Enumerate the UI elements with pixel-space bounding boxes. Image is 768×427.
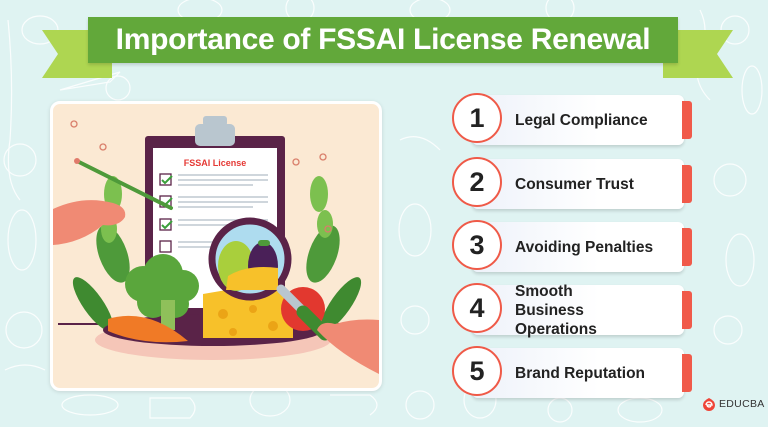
list-item-card (472, 159, 684, 209)
list-item-card (472, 95, 684, 145)
list-item-consumer-trust: 2 Consumer Trust (452, 157, 692, 209)
list-item-label: Smooth Business Operations (515, 282, 597, 338)
list-item-accent-tab (682, 354, 692, 392)
list-item-brand-reputation: 5 Brand Reputation (452, 346, 692, 398)
list-item-legal-compliance: 1 Legal Compliance (452, 93, 692, 145)
list-item-accent-tab (682, 291, 692, 329)
educba-logo: EDUCBA (702, 397, 765, 411)
list-item-card (472, 348, 684, 398)
list-item-label: Legal Compliance (515, 111, 648, 129)
fssai-checklist-illustration: FSSAI License (53, 116, 379, 374)
educba-logo-icon (703, 398, 715, 411)
list-item-number: 5 (452, 346, 502, 396)
illustration-card: FSSAI License (50, 101, 382, 391)
list-item-number: 4 (452, 283, 502, 333)
list-item-smooth-business-operations: 4 Smooth Business Operations (452, 282, 692, 338)
clipboard-heading: FSSAI License (184, 158, 247, 168)
list-item-card (472, 222, 684, 272)
educba-logo-text: EDUCBA (719, 398, 765, 410)
list-item-number: 3 (452, 220, 502, 270)
list-item-accent-tab (682, 101, 692, 139)
list-item-label: Avoiding Penalties (515, 238, 654, 256)
list-item-accent-tab (682, 228, 692, 266)
list-item-label: Brand Reputation (515, 364, 646, 382)
list-item-card (472, 285, 684, 335)
list-item-number: 1 (452, 93, 502, 143)
list-item-number: 2 (452, 157, 502, 207)
page-title: Importance of FSSAI License Renewal (115, 23, 651, 56)
title-banner: Importance of FSSAI License Renewal (88, 17, 678, 63)
list-item-label: Consumer Trust (515, 175, 634, 193)
list-item-avoiding-penalties: 3 Avoiding Penalties (452, 220, 692, 272)
list-item-accent-tab (682, 165, 692, 203)
